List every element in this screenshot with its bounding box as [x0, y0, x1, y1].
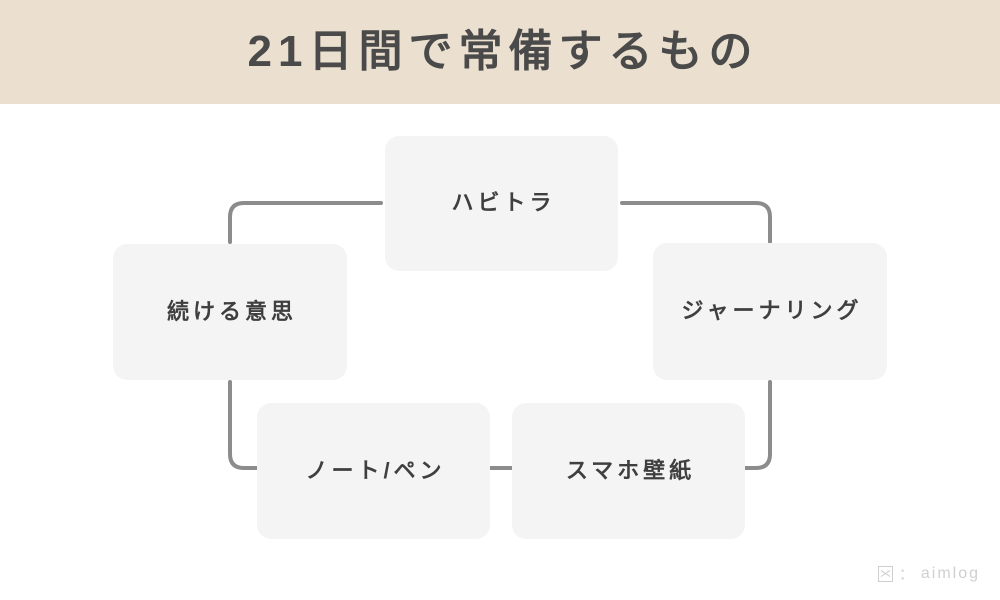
node-label: 続ける意思: [166, 298, 297, 324]
connector-layer: [228, 201, 772, 470]
node-label: ノート/ペン: [305, 457, 446, 483]
watermark-brand: aimlog: [920, 564, 980, 582]
node-label: ハビトラ: [451, 190, 556, 216]
missing-glyph-box-icon: [877, 565, 893, 582]
watermark-separator: ：: [898, 566, 915, 583]
page-title: 21日間で常備するもの: [247, 27, 759, 76]
connector-left-to-noteppen: [228, 380, 263, 470]
node-journaling[interactable]: ジャーナリング: [653, 243, 887, 380]
watermark: ： aimlog: [877, 563, 980, 584]
node-tsuzukeru-ishi[interactable]: 続ける意思: [113, 244, 347, 380]
diagram-area: ハビトラ 続ける意思 ジャーナリング ノート/ペン スマホ壁紙: [0, 104, 1000, 600]
node-label: スマホ壁紙: [565, 457, 696, 483]
header-band: 21日間で常備するもの: [0, 0, 1000, 104]
node-note-pen[interactable]: ノート/ペン: [257, 403, 490, 539]
connector-wallpaper-to-journaling: [739, 380, 772, 470]
connector-top-to-right: [620, 201, 772, 244]
node-habitra[interactable]: ハビトラ: [385, 136, 618, 271]
node-label: ジャーナリング: [681, 298, 863, 324]
connector-top-to-left: [228, 201, 383, 244]
node-smartphone-wallpaper[interactable]: スマホ壁紙: [512, 403, 745, 539]
